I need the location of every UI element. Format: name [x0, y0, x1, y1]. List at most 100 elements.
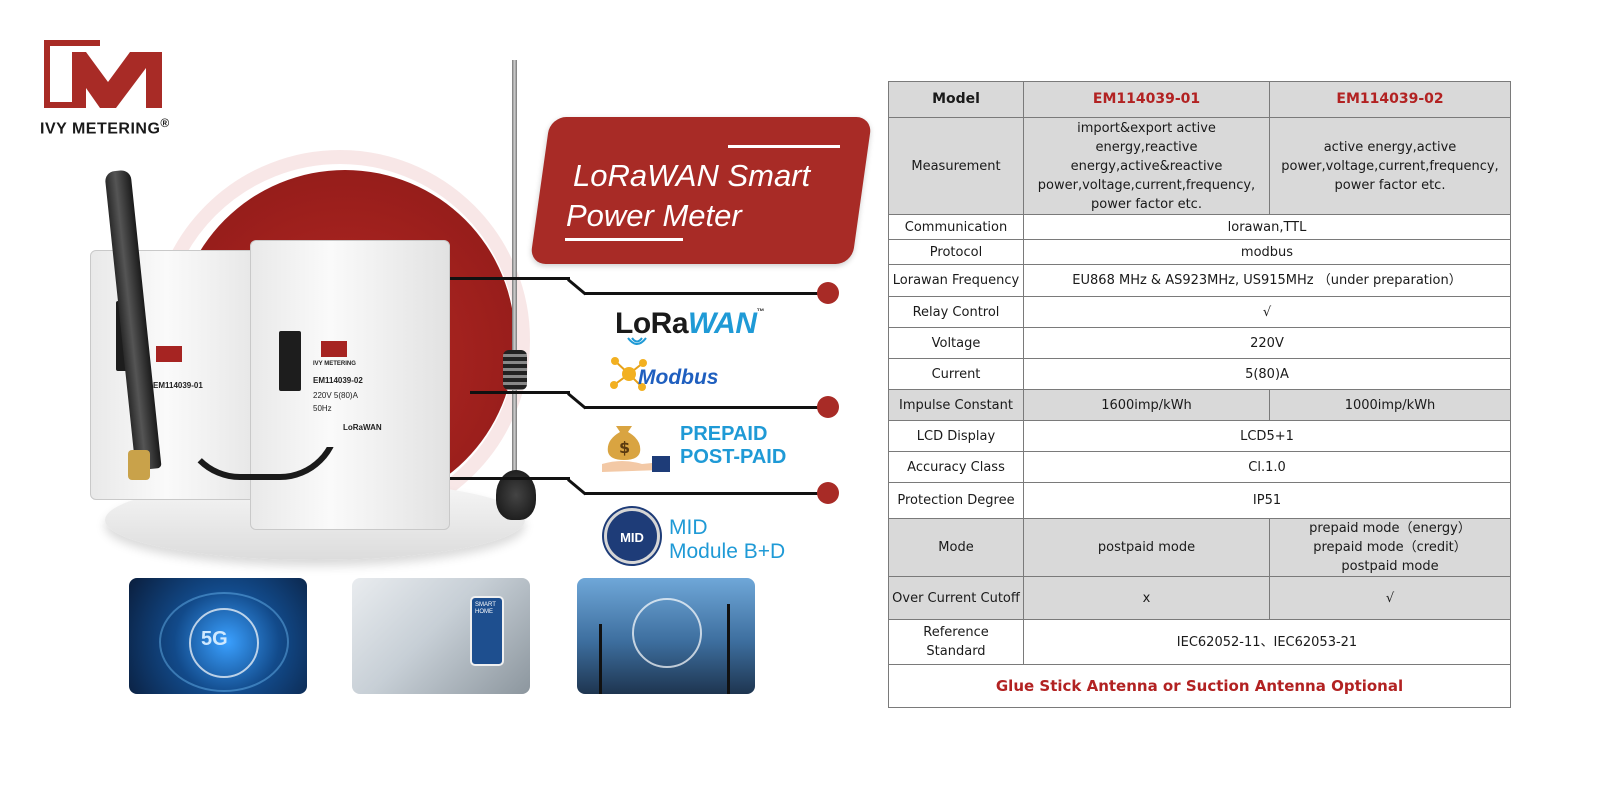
protocol-value: modbus	[1023, 239, 1511, 265]
relay-label: Relay Control	[888, 296, 1024, 328]
model2-header: EM114039-02	[1269, 81, 1511, 118]
mode-label: Mode	[888, 518, 1024, 577]
table-row: Lorawan Frequency EU868 MHz & AS923MHz, …	[888, 264, 1511, 297]
impulse-label: Impulse Constant	[888, 389, 1024, 421]
meter2-lorawan-label: LoRaWAN	[343, 423, 382, 432]
protection-value: IP51	[1023, 482, 1511, 519]
network-ring	[159, 592, 289, 692]
payment-modes: PREPAID POST-PAID	[680, 423, 786, 469]
connector-line	[450, 477, 570, 480]
connector-line	[567, 392, 587, 410]
meter2-rating-label: 220V 5(80)A	[313, 391, 358, 400]
connector-dot	[817, 396, 839, 418]
suction-antenna-mast	[512, 60, 517, 480]
current-value: 5(80)A	[1023, 358, 1511, 390]
banner-title-line1: LoRaWAN Smart	[573, 158, 811, 193]
measurement-model2: active energy,active power,voltage,curre…	[1269, 117, 1511, 215]
banner-rule-bottom	[565, 238, 683, 241]
table-row: Mode postpaid mode prepaid mode（energy） …	[888, 518, 1511, 577]
brand-name-text: IVY METERING	[40, 120, 161, 138]
cutoff-model2: √	[1269, 576, 1511, 620]
connector-line	[585, 292, 820, 295]
relay-value: √	[1023, 296, 1511, 328]
connector-line	[567, 478, 587, 496]
power-tower	[727, 604, 730, 694]
lorawan-waves-icon	[627, 337, 647, 345]
ivy-metering-logo-icon	[44, 40, 162, 108]
modbus-label: Modbus	[638, 366, 719, 389]
protection-label: Protection Degree	[888, 482, 1024, 519]
communication-value: lorawan,TTL	[1023, 214, 1511, 240]
meter-logo-icon	[156, 346, 182, 362]
application-thumb-smart-home: SMART HOME	[352, 578, 530, 694]
table-row: Over Current Cutoff x √	[888, 576, 1511, 620]
standard-value: IEC62052-11、IEC62053-21	[1023, 619, 1511, 665]
table-row: Protection Degree IP51	[888, 482, 1511, 519]
frequency-label: Lorawan Frequency	[888, 264, 1024, 297]
lorawan-logo-wan: WAN	[688, 307, 757, 340]
prepaid-label: PREPAID	[680, 423, 768, 445]
mid-seal-text: MID	[620, 530, 644, 545]
thumb-smart-home-label: SMART HOME	[475, 602, 496, 615]
registered-mark: ®	[160, 116, 170, 130]
measurement-model1: import&export active energy,reactive ene…	[1023, 117, 1270, 215]
impulse-model2: 1000imp/kWh	[1269, 389, 1511, 421]
meter2-freq-label: 50Hz	[313, 404, 332, 413]
connector-dot	[817, 482, 839, 504]
power-tower	[599, 624, 602, 694]
connector-line	[585, 406, 820, 409]
antenna-connector	[128, 450, 150, 480]
accuracy-label: Accuracy Class	[888, 451, 1024, 483]
cutoff-model1: x	[1023, 576, 1270, 620]
mode-model2-line2: prepaid mode（credit）	[1313, 540, 1467, 555]
mode-model2: prepaid mode（energy） prepaid mode（credit…	[1269, 518, 1511, 577]
cutoff-label: Over Current Cutoff	[888, 576, 1024, 620]
mid-module-label: Module B+D	[669, 540, 786, 563]
table-row: Reference Standard IEC62052-11、IEC62053-…	[888, 619, 1511, 665]
meter-lcd	[279, 331, 301, 391]
brand-logo: IVY METERING®	[40, 38, 180, 138]
svg-text:$: $	[619, 438, 630, 457]
connector-line	[567, 278, 587, 296]
meter-logo-label: IVY METERING	[313, 361, 356, 367]
mode-model2-line3: postpaid mode	[1341, 559, 1439, 574]
mid-label: MID	[669, 516, 708, 539]
connector-line	[450, 277, 570, 280]
postpaid-label: POST-PAID	[680, 446, 787, 468]
current-label: Current	[888, 358, 1024, 390]
table-row: Current 5(80)A	[888, 358, 1511, 390]
table-row: Measurement import&export active energy,…	[888, 117, 1511, 215]
table-row: Voltage 220V	[888, 327, 1511, 359]
money-bag-hand-icon: $	[602, 426, 670, 472]
grid-ring	[632, 598, 702, 668]
voltage-label: Voltage	[888, 327, 1024, 359]
lcd-label: LCD Display	[888, 420, 1024, 452]
mode-model2-line1: prepaid mode（energy）	[1309, 521, 1471, 536]
measurement-label: Measurement	[888, 117, 1024, 215]
table-row: Protocol modbus	[888, 239, 1511, 265]
lorawan-logo-lora: LoRa	[615, 307, 689, 340]
lorawan-trademark: ™	[756, 307, 765, 316]
mode-model1: postpaid mode	[1023, 518, 1270, 577]
specification-table: Model EM114039-01 EM114039-02 Measuremen…	[888, 81, 1511, 708]
suction-antenna-coil	[503, 350, 527, 390]
brand-name: IVY METERING®	[40, 116, 170, 138]
table-row: Communication lorawan,TTL	[888, 214, 1511, 240]
accuracy-value: Cl.1.0	[1023, 451, 1511, 483]
application-thumb-power-grid	[577, 578, 755, 694]
table-row: Accuracy Class Cl.1.0	[888, 451, 1511, 483]
meter-logo-icon	[321, 341, 347, 357]
thumb-5g-label: 5G	[201, 628, 228, 650]
meter1-model-label: EM114039-01	[153, 381, 203, 390]
meter2-model-label: EM114039-02	[313, 376, 363, 385]
connector-line	[585, 492, 820, 495]
banner-title-line2: Power Meter	[566, 198, 742, 233]
protocol-label: Protocol	[888, 239, 1024, 265]
table-row: LCD Display LCD5+1	[888, 420, 1511, 452]
lcd-value: LCD5+1	[1023, 420, 1511, 452]
modbus-network-icon	[610, 357, 647, 391]
voltage-value: 220V	[1023, 327, 1511, 359]
meter-em114039-02: IVY METERING EM114039-02 220V 5(80)A 50H…	[250, 240, 450, 530]
table-row: Model EM114039-01 EM114039-02	[888, 81, 1511, 118]
smart-home-phone: SMART HOME	[470, 596, 504, 666]
